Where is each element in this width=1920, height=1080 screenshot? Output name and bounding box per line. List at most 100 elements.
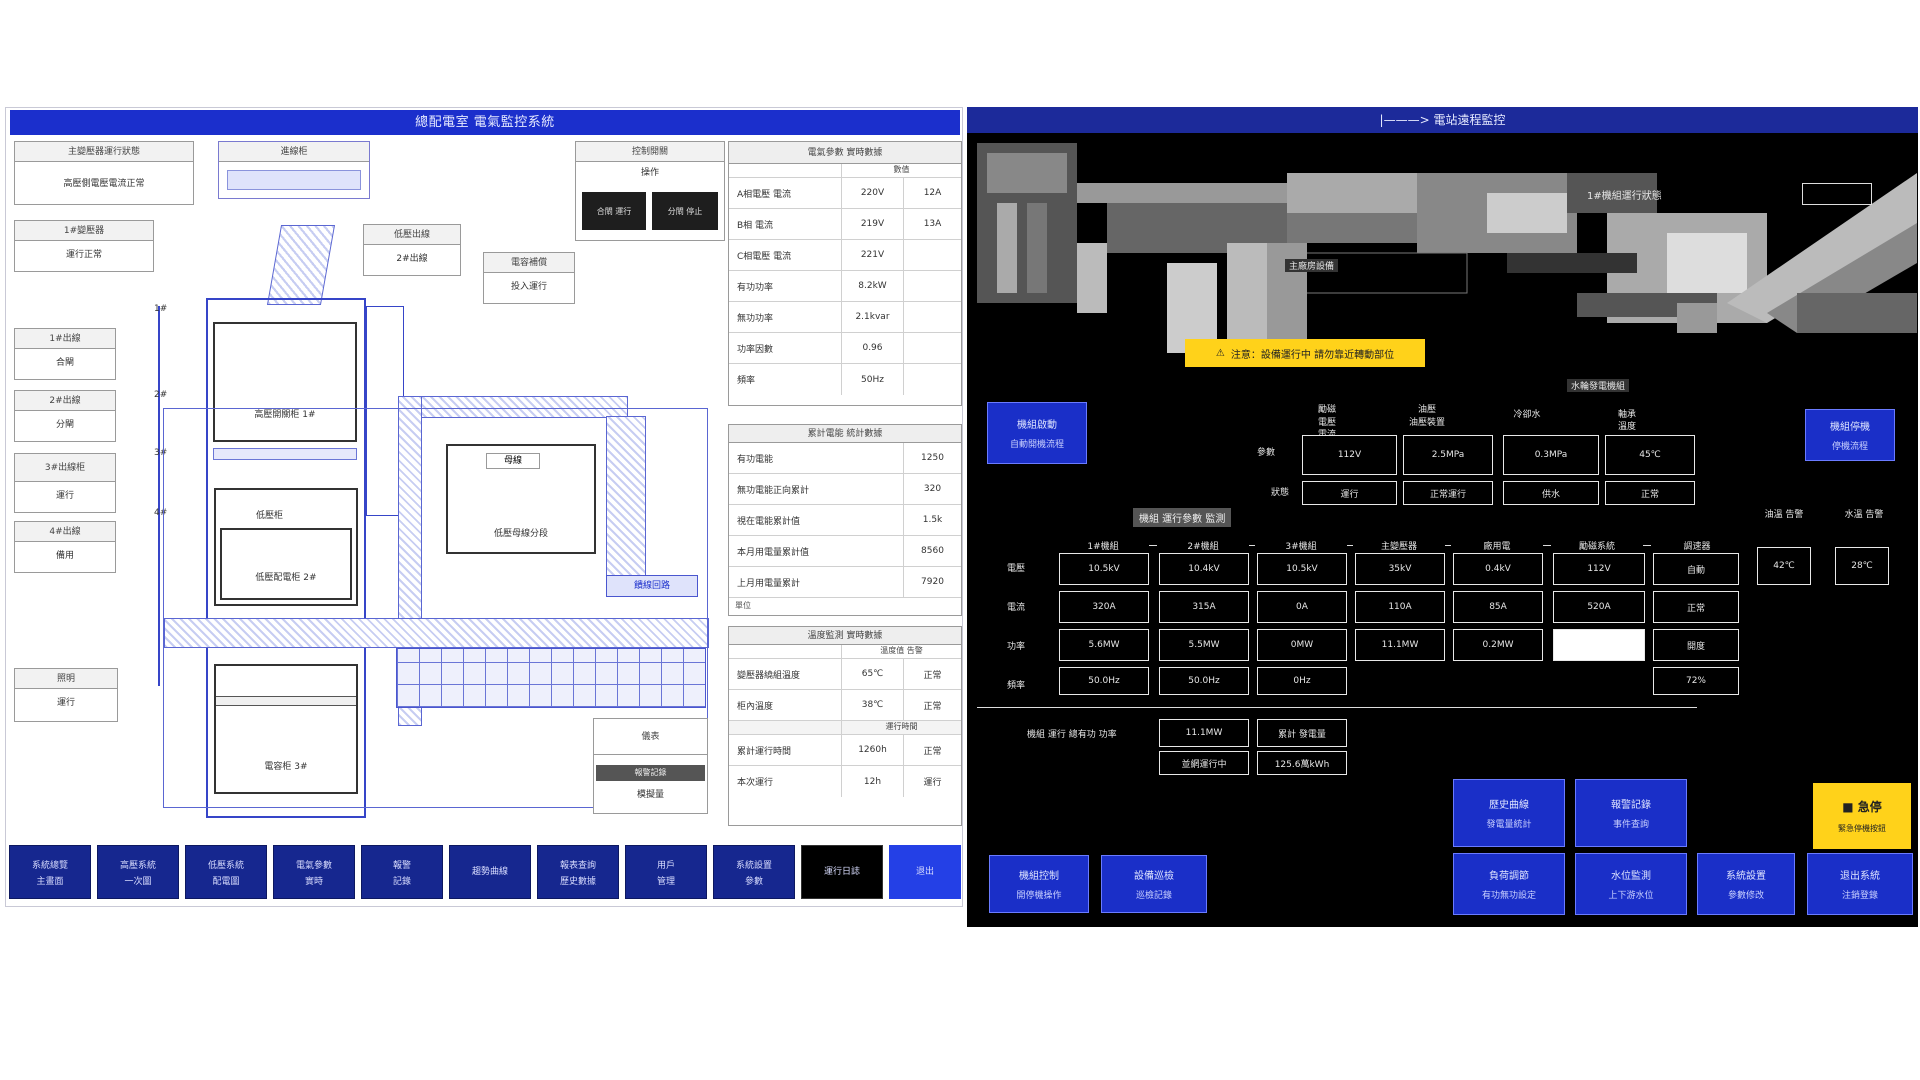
cell-value [903,333,961,363]
nav-button-trend[interactable]: 趨勢曲線 [449,845,531,899]
grid-cell[interactable]: 10.5kV [1059,553,1149,585]
box-value: 備用 [55,551,74,561]
bus-label: 母線 [486,453,540,469]
grid-cell[interactable]: 0A [1257,591,1347,623]
grid-cell[interactable]: 0MW [1257,629,1347,661]
hv-cabinet-1[interactable]: 高壓開關柜 1# [213,322,357,442]
nav-label: 報警 [392,860,411,871]
cabinet-1-base [213,448,357,460]
grid-cell[interactable]: 11.1MW [1355,629,1445,661]
grid-cell[interactable]: 320A [1059,591,1149,623]
exit-system-button[interactable]: 退出系統注銷登錄 [1807,853,1913,915]
button-label: 退出系統 [1840,871,1880,882]
nav-button-params[interactable]: 電氣參數實時 [273,845,355,899]
capacitor-cabinet[interactable]: 電容柜 3# [214,664,358,794]
nav-button-report[interactable]: 報表查詢歷史數據 [537,845,619,899]
transformer-1-box[interactable]: 1#變壓器 運行正常 [14,220,154,272]
excitation-value: 112V [1302,435,1397,475]
feeder-1-box[interactable]: 1#出線 合閘 [14,328,116,380]
nav-label: 退出 [915,867,934,877]
nav-button-user[interactable]: 用戶管理 [625,845,707,899]
history-curve-button[interactable]: 歷史曲線發電量統計 [1453,779,1565,847]
cabinet-label: 高壓開關柜 1# [254,410,316,420]
alarm-record-button[interactable]: 報警記錄事件查詢 [1575,779,1687,847]
grid-cell[interactable]: 5.5MW [1159,629,1249,661]
feeder-4-box[interactable]: 4#出線 備用 [14,521,116,573]
nav-label: 高壓系統 [119,860,156,871]
nav-sublabel: 參數 [744,876,763,887]
grid-cell[interactable]: 50.0Hz [1159,667,1249,695]
nav-button-overview[interactable]: 系統總覽主畫面 [9,845,91,899]
nav-label: 趨勢曲線 [471,867,508,877]
lighting-box[interactable]: 照明 運行 [14,668,118,722]
warning-icon: ⚠ [1215,347,1225,359]
grid-cell[interactable]: 85A [1453,591,1543,623]
alarm-record-button[interactable]: 報警記錄 [596,765,705,781]
nav-button-hv[interactable]: 高壓系統一次圖 [97,845,179,899]
grid-cell[interactable]: 10.5kV [1257,553,1347,585]
nav-sublabel: 實時 [304,876,323,887]
row-label: 頻率 [1007,681,1026,691]
grid-header: 勵磁系統 [1551,539,1643,552]
lv-outgoing-box[interactable]: 低壓出線 2#出線 [363,224,461,276]
cell-label: 無功功率 [737,313,774,324]
grid-cell[interactable]: 5.6MW [1059,629,1149,661]
grid-cell[interactable]: 35kV [1355,553,1445,585]
box-value: 投入運行 [510,282,547,292]
grid-cell[interactable]: 0Hz [1257,667,1347,695]
load-adjust-button[interactable]: 負荷調節有功無功設定 [1453,853,1565,915]
nav-button-exit[interactable]: 退出 [889,845,961,899]
grid-cell[interactable]: 112V [1553,553,1645,585]
oil-temp-value[interactable]: 42℃ [1757,547,1811,585]
grid-cell[interactable]: 開度 [1653,629,1739,661]
cell-value: 8.2kW [841,271,903,301]
cell-value: 2.1kvar [841,302,903,332]
total-energy-box[interactable]: 累計 發電量 [1257,719,1347,747]
nav-button-log[interactable]: 運行日誌 [801,845,883,899]
grid-cell[interactable]: 10.4kV [1159,553,1249,585]
water-temp-value[interactable]: 28℃ [1835,547,1889,585]
water-level-button[interactable]: 水位監測上下游水位 [1575,853,1687,915]
system-settings-button[interactable]: 系統設置參數修改 [1697,853,1795,915]
grid-cell-highlighted[interactable] [1553,629,1645,661]
unit-start-button[interactable]: 機組啟動自動開機流程 [987,402,1087,464]
button-label: 機組停機 [1830,422,1870,433]
button-label: 報警記錄 [1611,800,1651,811]
inspection-button[interactable]: 設備巡檢巡檢記錄 [1101,855,1207,913]
feeder-3-box[interactable]: 3#出線柜 運行 [14,453,116,513]
feeder-2-box[interactable]: 2#出線 分閘 [14,390,116,442]
nav-button-alarm[interactable]: 報警記錄 [361,845,443,899]
open-switch-button[interactable]: 分閘 停止 [652,192,718,230]
main-transformer-box[interactable]: 主變壓器運行狀態 高壓側電壓電流正常 [14,141,194,205]
grid-cell[interactable]: 0.2MW [1453,629,1543,661]
cell-label: 本月用電量累計值 [737,547,810,558]
nav-button-lv[interactable]: 低壓系統配電圖 [185,845,267,899]
table-header: 電氣參數 實時數據 [729,142,961,164]
nav-button-settings[interactable]: 系統設置參數 [713,845,795,899]
grid-cell[interactable]: 正常 [1653,591,1739,623]
grid-cell[interactable]: 110A [1355,591,1445,623]
row-label: 電壓 [1007,564,1026,574]
grid-cell[interactable]: 315A [1159,591,1249,623]
lv-cabinet-2[interactable]: 低壓柜 低壓配電柜 2# [214,488,358,606]
box-value: 合閘 [55,358,74,368]
grid-cell[interactable]: 自動 [1653,553,1739,585]
grid-cell[interactable]: 50.0Hz [1059,667,1149,695]
column-header: 溫度值 告警 [841,645,961,658]
incoming-cabinet-box[interactable]: 進線柜 [218,141,370,199]
emergency-stop-button[interactable]: ■ 急停 緊急停機按鈕 [1813,783,1911,849]
unit-stop-button[interactable]: 機組停機停機流程 [1805,409,1895,461]
unit-control-button[interactable]: 機組控制開停機操作 [989,855,1089,913]
vertical-label: 4# [154,508,168,518]
capacitor-box[interactable]: 電容補償 投入運行 [483,252,575,304]
col-subheader: 電壓 [1317,418,1336,428]
alarm-record-box[interactable]: 儀表 報警記錄 模擬量 [593,718,708,814]
grid-cell[interactable]: 72% [1653,667,1739,695]
nav-sublabel: 主畫面 [36,876,64,887]
grid-cell[interactable]: 520A [1553,591,1645,623]
cell-label: B相 電流 [737,220,774,231]
grid-cell[interactable]: 0.4kV [1453,553,1543,585]
close-switch-button[interactable]: 合閘 運行 [582,192,646,230]
total-power-box[interactable]: 11.1MW [1159,719,1249,747]
